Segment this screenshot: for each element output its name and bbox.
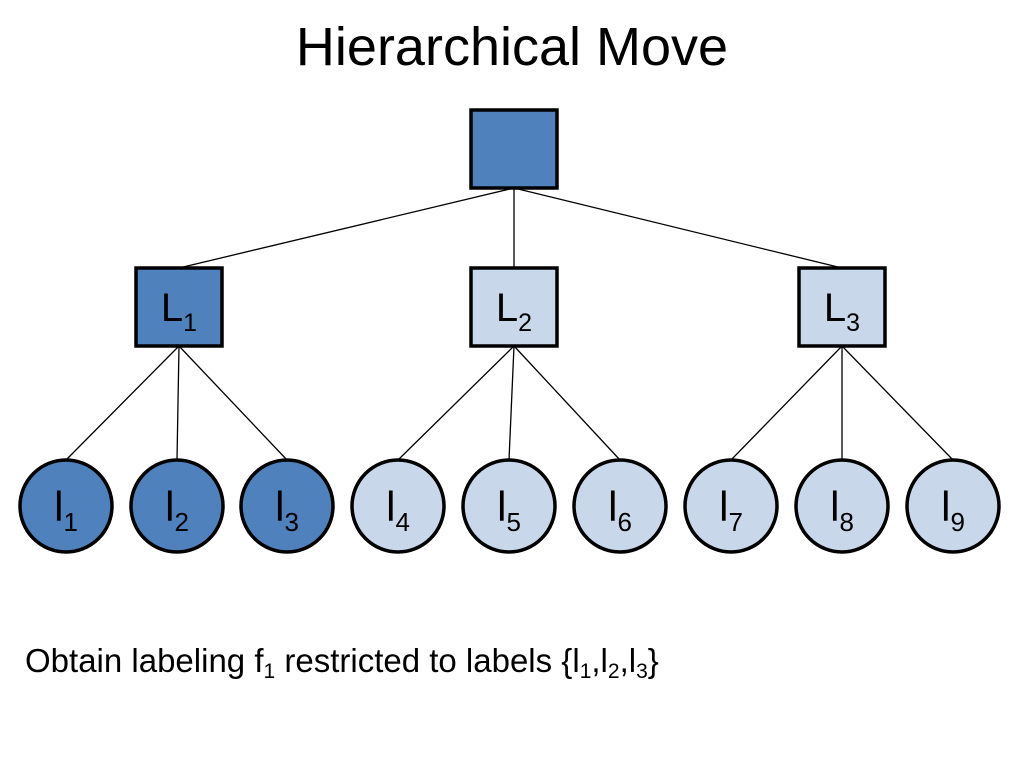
group-node-box — [469, 266, 559, 348]
tree-nodes: L1 l1 l2 l3 L2 l4 l5 l6 L3 l7 l8 l9 — [18, 108, 1001, 554]
slide-title: Hierarchical Move — [295, 17, 729, 77]
group-node-box — [134, 266, 224, 348]
edge-l2-leaf-5 — [508, 345, 515, 461]
leaf-node-1: l1 — [18, 458, 114, 554]
tree-edges — [65, 187, 954, 461]
leaf-node-6: l6 — [572, 458, 668, 554]
leaf-node-circle — [129, 458, 225, 554]
leaf-node-circle — [683, 458, 779, 554]
group-node-label: L3 — [824, 286, 860, 337]
edge-l3-leaf-9 — [841, 345, 954, 461]
caption-label-3: l — [628, 642, 637, 679]
caption-prefix: Obtain labeling f — [25, 642, 264, 679]
leaf-node-circle — [239, 458, 335, 554]
caption-label-1-subscript: 1 — [579, 660, 592, 683]
edge-root-l3 — [513, 187, 843, 269]
leaf-node-5: l5 — [461, 458, 557, 554]
group-node-l1: L1 — [134, 266, 224, 348]
edge-l1-leaf-2 — [176, 345, 180, 461]
group-node-l3: L3 — [797, 266, 887, 348]
caption: Obtain labeling f1 restricted to labels … — [25, 640, 659, 682]
group-node-l2: L2 — [469, 266, 559, 348]
leaf-node-label: l3 — [275, 483, 299, 537]
leaf-node-label: l7 — [719, 483, 743, 537]
edge-l1-leaf-3 — [178, 345, 288, 461]
caption-comma-2: , — [619, 642, 629, 679]
caption-middle: restricted to labels { — [275, 642, 573, 679]
leaf-node-circle — [794, 458, 890, 554]
caption-suffix: } — [647, 642, 659, 679]
edge-l2-leaf-6 — [513, 345, 621, 461]
group-node-label: L1 — [161, 286, 197, 337]
leaf-node-label: l1 — [54, 483, 78, 537]
leaf-node-2: l2 — [129, 458, 225, 554]
root-node — [469, 108, 559, 190]
leaf-node-label: l8 — [830, 483, 854, 537]
leaf-node-circle — [18, 458, 114, 554]
leaf-node-circle — [350, 458, 446, 554]
leaf-node-label: l6 — [608, 483, 632, 537]
group-node-box — [797, 266, 887, 348]
leaf-node-8: l8 — [794, 458, 890, 554]
edge-l1-leaf-1 — [65, 345, 180, 461]
caption-f-subscript: 1 — [263, 660, 276, 683]
leaf-node-label: l2 — [165, 483, 189, 537]
leaf-node-label: l9 — [941, 483, 965, 537]
leaf-node-circle — [572, 458, 668, 554]
edge-root-l1 — [178, 187, 515, 269]
caption-label-1: l — [572, 642, 580, 679]
leaf-node-circle — [461, 458, 557, 554]
caption-label-2-subscript: 2 — [607, 660, 620, 683]
caption-comma-1: , — [591, 642, 601, 679]
leaf-node-label: l5 — [497, 483, 521, 537]
leaf-node-3: l3 — [239, 458, 335, 554]
group-node-label: L2 — [496, 286, 532, 337]
caption-label-2: l — [600, 642, 608, 679]
leaf-node-4: l4 — [350, 458, 446, 554]
leaf-node-7: l7 — [683, 458, 779, 554]
leaf-node-circle — [905, 458, 1001, 554]
caption-label-3-subscript: 3 — [636, 660, 648, 683]
leaf-node-9: l9 — [905, 458, 1001, 554]
edge-l2-leaf-4 — [397, 345, 515, 461]
edge-l3-leaf-7 — [730, 345, 843, 461]
leaf-node-label: l4 — [386, 483, 410, 537]
